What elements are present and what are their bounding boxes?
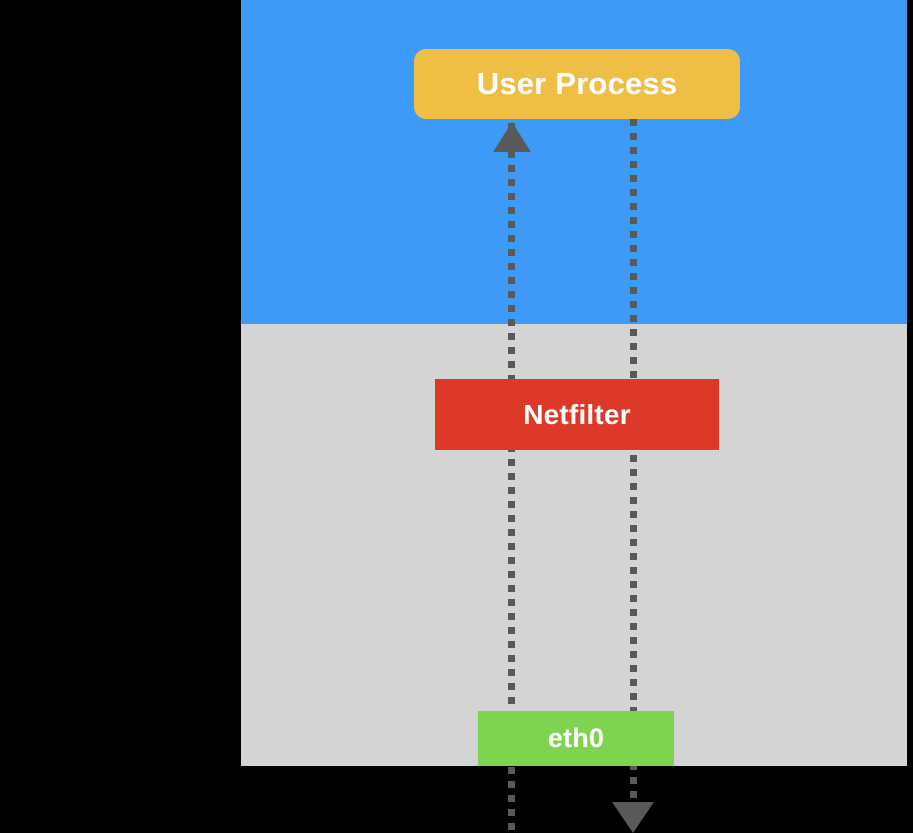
node-netfilter[interactable]: Netfilter <box>435 379 719 450</box>
outbound-packet-flow-line <box>630 119 637 805</box>
node-user-process[interactable]: User Process <box>414 49 740 119</box>
node-eth0[interactable]: eth0 <box>478 711 674 766</box>
outbound-arrow-icon <box>612 802 654 833</box>
inbound-arrow-icon <box>493 122 531 152</box>
inbound-packet-flow-line <box>508 123 515 833</box>
